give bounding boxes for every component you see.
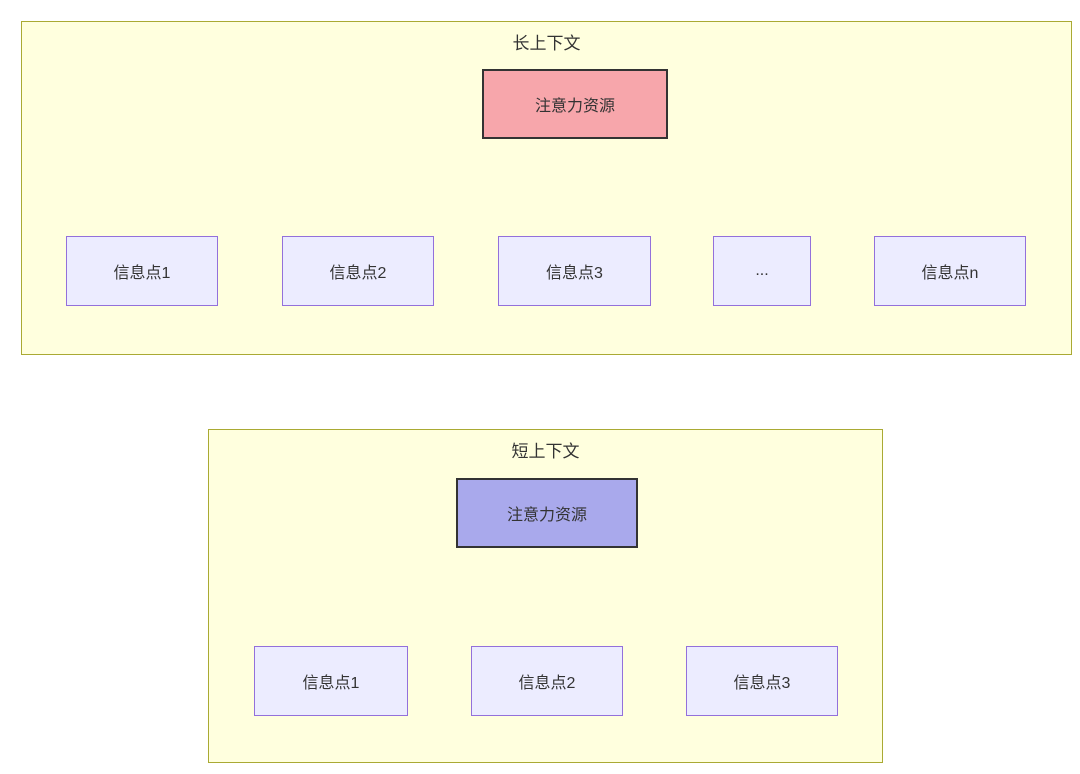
node-info-point-1-long: 信息点1 xyxy=(66,236,218,306)
node-info-point-n-long: 信息点n xyxy=(874,236,1026,306)
node-info-point-3-long: 信息点3 xyxy=(498,236,651,306)
cluster-short-context: 短上下文 注意力资源 信息点1 信息点2 信息点3 xyxy=(208,429,883,763)
node-info-point-3-short: 信息点3 xyxy=(686,646,838,716)
cluster-long-context: 长上下文 注意力资源 信息点1 信息点2 信息点3 ... 信息点n xyxy=(21,21,1072,355)
node-info-point-1-short: 信息点1 xyxy=(254,646,408,716)
node-info-point-2-long: 信息点2 xyxy=(282,236,434,306)
node-info-ellipsis-long: ... xyxy=(713,236,811,306)
node-attention-resource-long: 注意力资源 xyxy=(482,69,668,139)
node-attention-resource-short: 注意力资源 xyxy=(456,478,638,548)
cluster-long-title: 长上下文 xyxy=(512,34,581,53)
node-info-point-2-short: 信息点2 xyxy=(471,646,623,716)
cluster-short-title: 短上下文 xyxy=(511,442,580,461)
